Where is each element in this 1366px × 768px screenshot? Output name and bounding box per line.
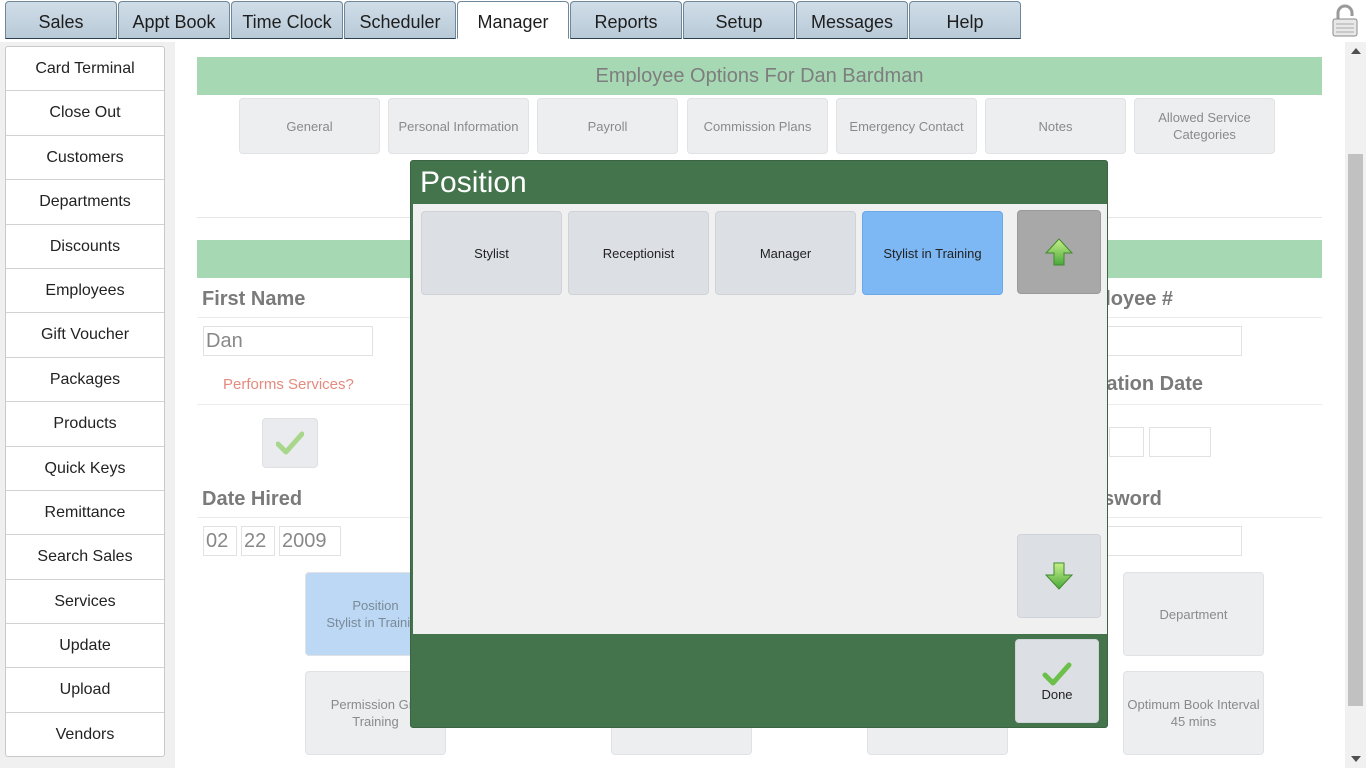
main-content: Employee Options For Dan Bardman General… — [175, 42, 1345, 768]
option-tab-personal-information[interactable]: Personal Information — [388, 98, 529, 154]
tab-manager[interactable]: Manager — [457, 1, 569, 39]
employee-options-header: Employee Options For Dan Bardman — [197, 57, 1322, 95]
first-name-input[interactable]: Dan — [203, 326, 373, 356]
sidebar-item-departments[interactable]: Departments — [6, 180, 164, 225]
arrow-up-icon[interactable] — [1351, 48, 1361, 54]
scrollbar-thumb[interactable] — [1348, 154, 1363, 706]
tab-setup[interactable]: Setup — [683, 1, 795, 39]
page-scrollbar[interactable] — [1346, 42, 1366, 768]
sidebar-item-search-sales[interactable]: Search Sales — [6, 535, 164, 580]
modal-title: Position — [420, 166, 527, 199]
sidebar-item-card-terminal[interactable]: Card Terminal — [6, 47, 164, 92]
scroll-down-button[interactable] — [1017, 534, 1101, 618]
sidebar-item-upload[interactable]: Upload — [6, 668, 164, 713]
expiration-month-input[interactable] — [1109, 427, 1144, 457]
sidebar-item-customers[interactable]: Customers — [6, 136, 164, 181]
expiration-date-label: iration Date — [1093, 373, 1204, 395]
scroll-up-button[interactable] — [1017, 210, 1101, 294]
employee-number-input[interactable] — [1105, 326, 1242, 356]
sidebar-item-update[interactable]: Update — [6, 624, 164, 669]
date-hired-label: Date Hired — [202, 488, 303, 510]
arrow-down-icon — [1044, 562, 1074, 590]
optimum-book-interval-button[interactable]: Optimum Book Interval 45 mins — [1123, 671, 1264, 755]
option-tab-general[interactable]: General — [239, 98, 380, 154]
tab-scheduler[interactable]: Scheduler — [344, 1, 456, 39]
expiration-year-input[interactable] — [1149, 427, 1211, 457]
tab-help[interactable]: Help — [909, 1, 1021, 39]
sidebar-item-quick-keys[interactable]: Quick Keys — [6, 447, 164, 491]
done-button[interactable]: Done — [1015, 639, 1099, 723]
tab-reports[interactable]: Reports — [570, 1, 682, 39]
position-option-receptionist[interactable]: Receptionist — [568, 211, 709, 295]
permission-button-value: Training — [352, 714, 399, 729]
position-option-manager[interactable]: Manager — [715, 211, 856, 295]
sidebar: Card Terminal Close Out Customers Depart… — [5, 46, 165, 757]
performs-services-label: Performs Services? — [223, 376, 354, 393]
modal-body: Stylist Receptionist Manager Stylist in … — [413, 204, 1107, 634]
arrow-down-icon[interactable] — [1351, 756, 1361, 762]
tab-sales[interactable]: Sales — [5, 1, 117, 39]
sidebar-item-close-out[interactable]: Close Out — [6, 91, 164, 136]
position-button-title: Position — [352, 598, 399, 613]
position-modal: Position Stylist Receptionist Manager St… — [410, 160, 1108, 728]
password-input[interactable] — [1105, 526, 1242, 556]
arrow-up-icon — [1044, 238, 1074, 266]
position-option-stylist-in-training[interactable]: Stylist in Training — [862, 211, 1003, 295]
sidebar-item-services[interactable]: Services — [6, 580, 164, 625]
option-tab-payroll[interactable]: Payroll — [537, 98, 678, 154]
top-navigation: Sales Appt Book Time Clock Scheduler Man… — [0, 0, 1366, 42]
lock-icon[interactable] — [1330, 4, 1360, 38]
tab-messages[interactable]: Messages — [796, 1, 908, 39]
date-hired-year-input[interactable]: 2009 — [279, 526, 341, 556]
date-hired-month-input[interactable]: 02 — [203, 526, 237, 556]
sidebar-item-remittance[interactable]: Remittance — [6, 491, 164, 536]
tab-time-clock[interactable]: Time Clock — [231, 1, 343, 39]
position-button-value: Stylist in Training — [326, 615, 425, 630]
sidebar-item-gift-voucher[interactable]: Gift Voucher — [6, 313, 164, 358]
checkmark-icon — [1042, 662, 1072, 685]
done-label: Done — [1041, 686, 1073, 702]
tab-appt-book[interactable]: Appt Book — [118, 1, 230, 39]
checkmark-icon — [276, 431, 304, 455]
sidebar-item-vendors[interactable]: Vendors — [55, 725, 115, 743]
sidebar-item-products[interactable]: Products — [6, 402, 164, 447]
option-tab-emergency-contact[interactable]: Emergency Contact — [836, 98, 977, 154]
permission-button-title: Permission Gro — [330, 697, 421, 712]
date-hired-day-input[interactable]: 22 — [241, 526, 275, 556]
option-tab-allowed-service-categories[interactable]: Allowed Service Categories — [1134, 98, 1275, 154]
booking-interval-value: 45 mins — [1170, 714, 1217, 729]
option-tab-notes[interactable]: Notes — [985, 98, 1126, 154]
sidebar-item-packages[interactable]: Packages — [6, 358, 164, 403]
sidebar-item-discounts[interactable]: Discounts — [6, 225, 164, 269]
first-name-label: First Name — [202, 288, 306, 310]
department-button[interactable]: Department — [1123, 572, 1264, 656]
sidebar-item-employees[interactable]: Employees — [6, 269, 164, 314]
password-label: sword — [1103, 488, 1162, 510]
performs-services-checkbox[interactable] — [262, 418, 318, 468]
position-option-stylist[interactable]: Stylist — [421, 211, 562, 295]
booking-interval-title: Optimum Book Interval — [1127, 697, 1260, 712]
option-tab-commission-plans[interactable]: Commission Plans — [687, 98, 828, 154]
employee-number-label: ployee # — [1093, 288, 1174, 310]
